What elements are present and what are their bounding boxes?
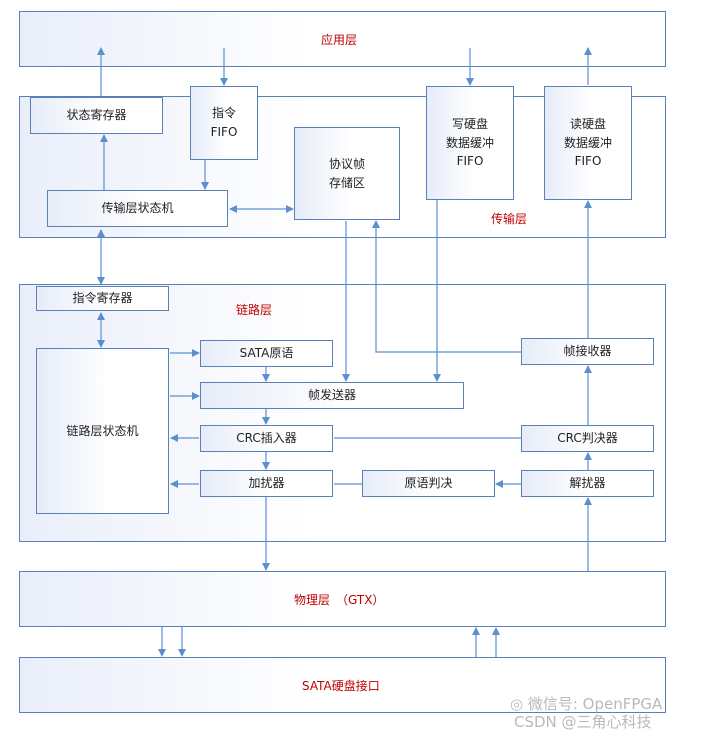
scrambler-block: 加扰器 xyxy=(200,470,333,497)
arrow-frame-rx-to-store xyxy=(372,220,521,353)
descrambler-block: 解扰器 xyxy=(521,470,654,497)
transport-layer-label: 传输层 xyxy=(491,212,528,226)
write-disk-fifo-block: 写硬盘 数据缓冲 FIFO xyxy=(426,86,514,200)
watermark-wechat: ◎ 微信号: OpenFPGA xyxy=(510,693,662,714)
protocol-frame-store-label: 协议帧 存储区 xyxy=(328,156,365,190)
write-disk-fifo-label: 写硬盘 数据缓冲 FIFO xyxy=(445,117,494,169)
primitive-judge-block: 原语判决 xyxy=(362,470,495,497)
command-fifo-label: 指令 FIFO xyxy=(210,106,238,139)
command-register-block: 指令寄存器 xyxy=(36,286,169,311)
wechat-icon: ◎ xyxy=(510,695,528,713)
read-disk-fifo-block: 读硬盘 数据缓冲 FIFO xyxy=(544,86,632,200)
frame-receiver-block: 帧接收器 xyxy=(521,338,654,365)
sata-interface-layer xyxy=(19,657,666,713)
application-layer-label: 应用层 xyxy=(321,33,358,47)
application-layer xyxy=(19,11,666,67)
status-register-block: 状态寄存器 xyxy=(30,97,163,134)
primitive-judge-label: 原语判决 xyxy=(404,476,453,491)
physical-layer-label: 物理层 （GTX） xyxy=(294,593,385,607)
sata-primitive-block: SATA原语 xyxy=(200,340,333,367)
crc-inserter-label: CRC插入器 xyxy=(236,431,297,446)
scrambler-label: 加扰器 xyxy=(248,476,285,491)
link-fsm-label: 链路层状态机 xyxy=(66,423,139,438)
command-register-label: 指令寄存器 xyxy=(72,291,133,306)
watermark-csdn: CSDN @三角心科技 xyxy=(514,713,652,731)
physical-layer xyxy=(19,571,666,627)
read-disk-fifo-label: 读硬盘 数据缓冲 FIFO xyxy=(563,117,612,169)
descrambler-label: 解扰器 xyxy=(569,476,606,491)
status-register-label: 状态寄存器 xyxy=(66,108,127,123)
sata-interface-label: SATA硬盘接口 xyxy=(302,679,380,693)
link-fsm-block: 链路层状态机 xyxy=(36,348,169,514)
transport-fsm-label: 传输层状态机 xyxy=(101,201,174,216)
frame-transmitter-label: 帧发送器 xyxy=(307,388,356,403)
crc-inserter-block: CRC插入器 xyxy=(200,425,333,452)
sata-primitive-label: SATA原语 xyxy=(239,346,294,361)
frame-transmitter-block: 帧发送器 xyxy=(200,382,464,409)
crc-judge-block: CRC判决器 xyxy=(521,425,654,452)
transport-fsm-block: 传输层状态机 xyxy=(47,190,228,227)
protocol-frame-store-block: 协议帧 存储区 xyxy=(294,127,400,220)
link-layer-label: 链路层 xyxy=(236,303,273,317)
watermark-wechat-text: 微信号: OpenFPGA xyxy=(527,695,663,713)
frame-receiver-label: 帧接收器 xyxy=(563,344,612,359)
command-fifo-block: 指令 FIFO xyxy=(190,86,258,160)
crc-judge-label: CRC判决器 xyxy=(557,431,618,446)
